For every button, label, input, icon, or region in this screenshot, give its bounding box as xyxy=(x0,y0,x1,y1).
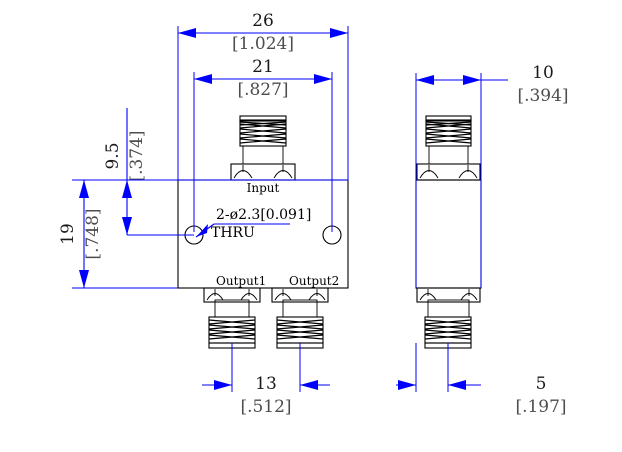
output1-connector xyxy=(203,287,261,349)
arrow-right xyxy=(314,74,332,84)
input-connector-neck xyxy=(242,145,284,165)
front-view: Input 2-ø2.3[0.091] THRU xyxy=(177,115,349,349)
dimension-connector-offset: 5 [.197] xyxy=(396,343,567,417)
arrow-right xyxy=(463,75,481,85)
side-input-base xyxy=(416,163,481,181)
dimension-overall-height: 19 [.748] xyxy=(58,179,178,289)
side-output-connector xyxy=(416,287,481,349)
hole-note-line2: THRU xyxy=(211,225,255,241)
output2-connector xyxy=(271,287,329,349)
dimension-overall-width-inch: [1.024] xyxy=(232,34,294,54)
dimension-output-spacing-inch: [.512] xyxy=(240,397,291,417)
arrow-left xyxy=(178,28,196,38)
side-output-base xyxy=(416,287,481,303)
dimension-mounting-hole-span: 21 [.827] xyxy=(193,57,333,232)
arrow-left xyxy=(398,380,416,390)
arrow-top xyxy=(79,180,89,198)
output2-port-label: Output2 xyxy=(289,274,339,288)
output1-base xyxy=(203,287,261,303)
output1-port-label: Output1 xyxy=(216,274,266,288)
arrow-top xyxy=(122,180,132,198)
side-input-connector xyxy=(416,115,481,181)
dimension-mounting-hole-span-mm: 21 xyxy=(252,57,274,77)
side-input-thread-hatch xyxy=(425,121,472,144)
dimension-hole-from-top-inch: [.374] xyxy=(127,130,147,181)
dimension-connector-offset-mm: 5 xyxy=(536,374,547,394)
dimension-body-depth: 10 [.394] xyxy=(415,63,569,288)
dimension-overall-height-mm: 19 xyxy=(58,223,78,245)
arrow-left xyxy=(416,75,434,85)
side-output-thread-hatch xyxy=(424,319,472,340)
arrow-bottom xyxy=(79,270,89,288)
dimension-output-spacing-mm: 13 xyxy=(255,374,277,394)
dimension-hole-from-top: 9.5 [.374] xyxy=(103,108,348,236)
arrow-left xyxy=(194,74,212,84)
side-body-outline xyxy=(415,179,482,289)
arrow-right xyxy=(330,28,348,38)
arrow-right xyxy=(300,380,318,390)
dimension-overall-width-mm: 26 xyxy=(252,11,274,31)
side-view xyxy=(415,115,482,349)
output2-base xyxy=(271,287,329,303)
hole-note-line1: 2-ø2.3[0.091] xyxy=(216,207,311,223)
input-connector-cap xyxy=(239,115,287,122)
dimension-output-spacing: 13 [.512] xyxy=(202,343,330,417)
arrow-right xyxy=(448,380,466,390)
input-connector-base xyxy=(230,163,296,181)
input-thread-hatch xyxy=(239,121,287,144)
arrow-bottom xyxy=(122,217,132,235)
dimension-body-depth-mm: 10 xyxy=(532,63,554,83)
dimension-body-depth-inch: [.394] xyxy=(517,86,568,106)
side-input-cap xyxy=(425,115,472,122)
output1-thread-hatch xyxy=(208,319,256,340)
dimension-hole-from-top-mm: 9.5 xyxy=(103,142,123,169)
leader-arrowhead xyxy=(196,224,208,237)
arrow-left xyxy=(214,380,232,390)
dimension-overall-height-inch: [.748] xyxy=(83,208,103,259)
input-port-label: Input xyxy=(247,181,280,195)
dimension-connector-offset-inch: [.197] xyxy=(515,397,566,417)
dimension-overall-width: 26 [1.024] xyxy=(177,11,349,180)
hole-note-leader xyxy=(195,223,290,238)
input-connector xyxy=(230,115,296,181)
side-input-neck xyxy=(428,145,469,165)
output2-thread-hatch xyxy=(276,319,324,340)
dimension-mounting-hole-span-inch: [.827] xyxy=(237,80,288,100)
